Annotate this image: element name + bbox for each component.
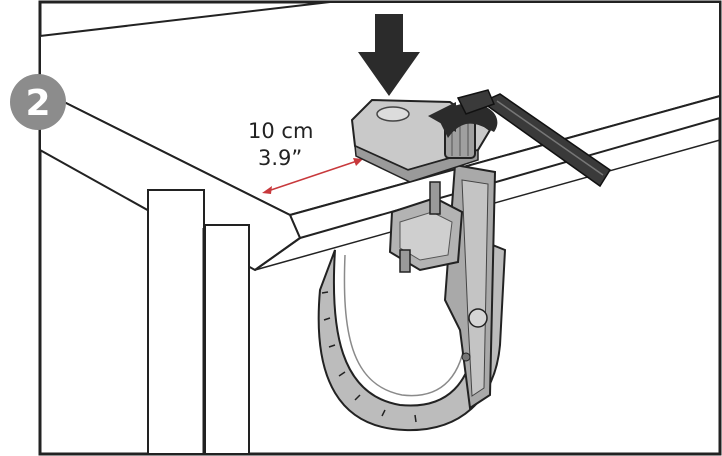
clamp-strap-teeth bbox=[321, 291, 417, 423]
clamp-screw-upper bbox=[429, 181, 441, 215]
dimension-annotation: 10 cm 3.9” bbox=[248, 119, 363, 194]
clamp-strap-inner bbox=[343, 244, 471, 397]
hex-key-highlight bbox=[496, 100, 604, 176]
clamp-body-hole bbox=[468, 308, 488, 328]
down-arrow-icon bbox=[358, 14, 420, 96]
hex-key-long bbox=[480, 93, 612, 188]
clamp-top-pad-recess bbox=[376, 106, 410, 122]
table bbox=[39, 0, 721, 455]
dimension-imperial: 3.9” bbox=[258, 146, 302, 170]
table-edge-line bbox=[254, 237, 301, 271]
clamp-body-screw bbox=[461, 352, 471, 362]
dimension-metric: 10 cm bbox=[248, 119, 313, 143]
table-leg-right bbox=[204, 224, 250, 455]
step-badge: 2 bbox=[10, 74, 66, 130]
rotate-arrow-icon bbox=[428, 102, 498, 138]
dimension-arrowhead-right bbox=[353, 158, 363, 166]
step-badge-circle bbox=[10, 74, 66, 130]
clamp-top-pad-side bbox=[354, 144, 479, 183]
clamp-body-face bbox=[461, 179, 489, 397]
hex-key-icon bbox=[456, 89, 612, 188]
step-number: 2 bbox=[25, 83, 50, 124]
press-arrow bbox=[358, 14, 420, 96]
dimension-line bbox=[264, 159, 361, 193]
dimension-arrowhead-left bbox=[262, 186, 272, 194]
hex-key-short bbox=[456, 89, 496, 115]
clamp-screw-lower bbox=[399, 249, 411, 273]
rotate-arrow-head bbox=[428, 102, 456, 132]
table-leg-left bbox=[147, 189, 205, 455]
